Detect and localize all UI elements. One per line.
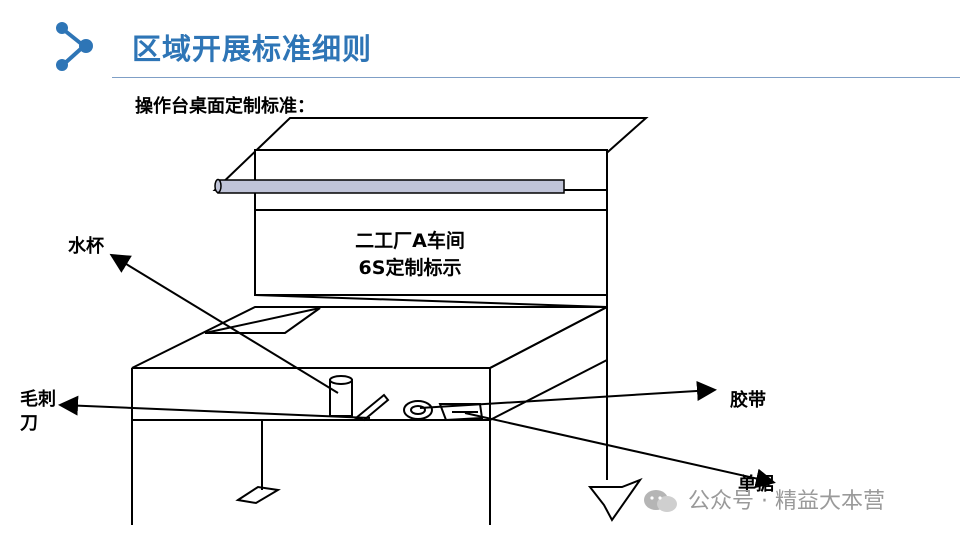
watermark-text: 公众号 · 精益大本营 <box>688 489 885 514</box>
hanging-rod <box>217 179 565 194</box>
label-cup: 水杯 <box>68 236 104 257</box>
label-tape: 胶带 <box>730 390 766 411</box>
wechat-icon <box>644 490 677 512</box>
page-title: 区域开展标准细则 <box>132 32 373 66</box>
section-subtitle: 操作台桌面定制标准： <box>135 96 315 117</box>
arrow-receipt <box>464 412 776 489</box>
arrow-deburr <box>58 395 371 419</box>
sign-board <box>254 149 608 296</box>
arrow-cup <box>109 253 339 394</box>
label-receipt: 单据 <box>738 474 774 495</box>
board-line-2: 6S定制标示 <box>358 257 462 279</box>
title-divider <box>112 77 960 78</box>
water-cup <box>329 379 353 417</box>
label-deburr-knife: 毛刺刀 <box>20 389 56 434</box>
arrow-tape <box>419 380 717 409</box>
board-line-1: 二工厂A车间 <box>355 230 465 252</box>
sign-board-text: 二工厂A车间 6S定制标示 <box>330 228 490 282</box>
share-logo-icon <box>56 22 93 71</box>
desk-top <box>131 306 608 369</box>
